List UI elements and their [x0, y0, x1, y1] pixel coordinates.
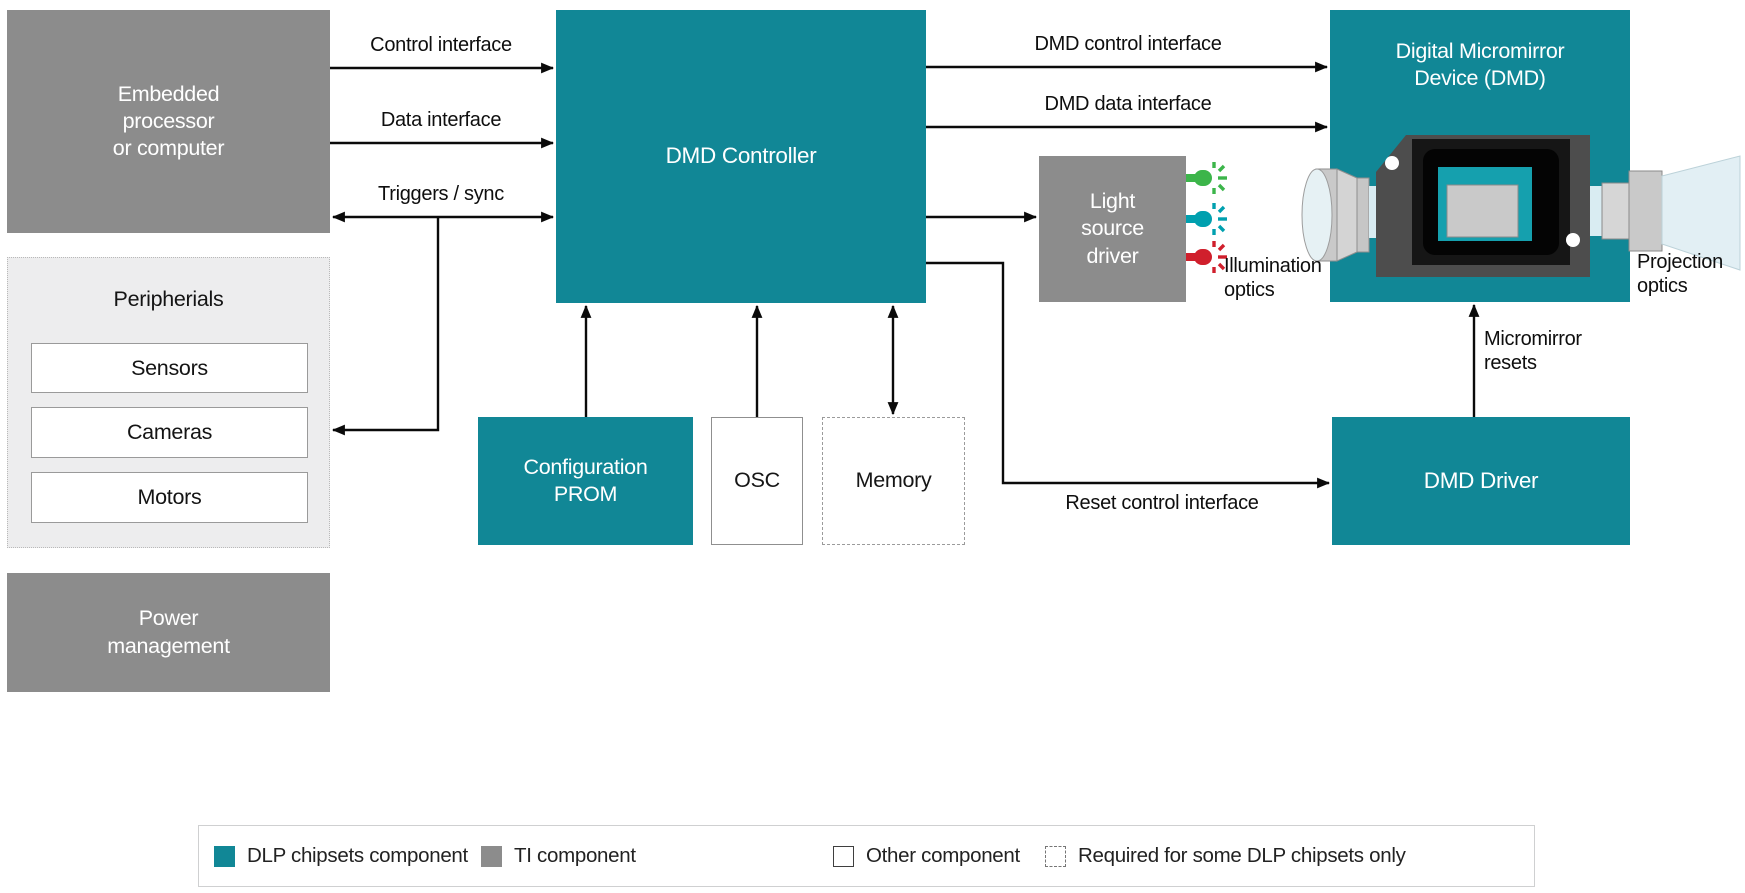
legend-label: DLP chipsets component	[247, 844, 468, 867]
power-management-box: Power management	[7, 573, 330, 692]
peripherials-title: Peripherials	[113, 287, 224, 311]
reset-control-interface-label: Reset control interface	[1065, 492, 1259, 514]
other-component-swatch	[833, 845, 854, 867]
chip-pin-dot-right	[1566, 233, 1580, 247]
light-source-driver-box: Light source driver	[1039, 156, 1186, 302]
ti-component-swatch	[481, 845, 502, 867]
micromirror-resets-label: Micromirror resets	[1484, 328, 1582, 374]
legend-item-ti: TI component	[481, 826, 636, 886]
memory-box: Memory	[822, 417, 965, 545]
legend-label: Other component	[866, 844, 1020, 867]
legend-label: TI component	[514, 844, 636, 867]
legend: DLP chipsets component TI component Othe…	[198, 825, 1535, 887]
arrow-triggers-branch-to-peripherials	[331, 218, 440, 436]
red-led-icon	[1186, 241, 1227, 273]
dmd-data-interface-label: DMD data interface	[1044, 93, 1212, 115]
illumination-lens-barrel	[1356, 177, 1370, 253]
dlp-component-swatch	[214, 845, 235, 867]
illumination-lens-dome	[1301, 168, 1333, 262]
arrow-reset-control-interface	[926, 261, 1331, 489]
illumination-lens-cone	[1336, 168, 1358, 262]
dmd-micromirror-array	[1446, 184, 1519, 238]
dmd-camera-illustration	[1301, 135, 1741, 277]
sensors-box: Sensors	[31, 343, 308, 393]
light-beam-out	[1590, 186, 1602, 236]
projection-lens-barrel	[1601, 182, 1630, 240]
dmd-controller-box: DMD Controller	[556, 10, 926, 303]
motors-box: Motors	[31, 472, 308, 523]
dmd-driver-box: DMD Driver	[1332, 417, 1630, 545]
legend-label: Required for some DLP chipsets only	[1078, 844, 1406, 867]
control-interface-label: Control interface	[370, 34, 512, 56]
data-interface-label: Data interface	[380, 109, 502, 131]
projection-optics-label: Projection optics	[1637, 251, 1723, 297]
teal-led-icon	[1186, 203, 1227, 235]
chip-pin-dot-left	[1385, 156, 1399, 170]
legend-item-required: Required for some DLP chipsets only	[1045, 826, 1406, 886]
illumination-optics-label: Illumination optics	[1224, 255, 1322, 301]
peripherials-group-box: Peripherials Sensors Cameras Motors	[7, 257, 330, 548]
projection-lens-ring	[1628, 170, 1663, 252]
required-component-swatch	[1045, 845, 1066, 867]
cameras-box: Cameras	[31, 407, 308, 458]
configuration-prom-box: Configuration PROM	[478, 417, 693, 545]
projection-light-cone	[1661, 155, 1741, 271]
embedded-processor-box: Embedded processor or computer	[7, 10, 330, 233]
dmd-control-interface-label: DMD control interface	[1034, 33, 1222, 55]
legend-item-other: Other component	[833, 826, 1020, 886]
connector-lines	[330, 61, 1480, 489]
green-led-icon	[1186, 162, 1227, 194]
osc-box: OSC	[711, 417, 803, 545]
legend-item-dlp: DLP chipsets component	[214, 826, 468, 886]
triggers-sync-label: Triggers / sync	[378, 183, 504, 205]
light-beam-in	[1369, 186, 1377, 238]
